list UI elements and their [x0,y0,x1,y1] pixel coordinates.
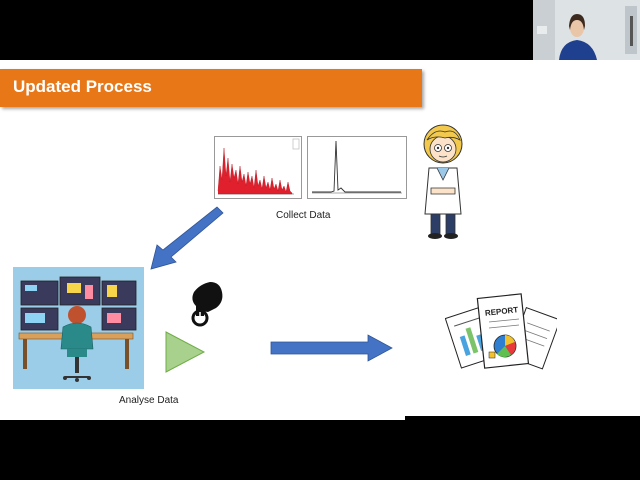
slide-bottom-edge [405,416,640,420]
presenter-webcam-feed [533,0,640,60]
diagonal-flow-arrow [150,206,224,270]
report-document-icon: REPORT [445,293,557,370]
presenter-video-image [533,0,640,60]
scientist-illustration [423,124,463,239]
slide-title-bar: Updated Process [0,69,422,107]
play-triangle-icon[interactable] [164,330,206,374]
pointing-hand-cursor-icon[interactable] [186,278,226,328]
horizontal-flow-arrow [270,334,393,362]
single-peak-chart-image [307,136,407,199]
analyst-workstation-illustration [13,267,144,389]
analyse-data-caption: Analyse Data [119,395,179,406]
slide-title: Updated Process [13,77,152,96]
collect-data-caption: Collect Data [276,210,331,221]
spectrum-chart-image [214,136,302,199]
presentation-slide: Updated Process Collect Data [0,60,640,420]
report-label: REPORT [484,305,518,317]
